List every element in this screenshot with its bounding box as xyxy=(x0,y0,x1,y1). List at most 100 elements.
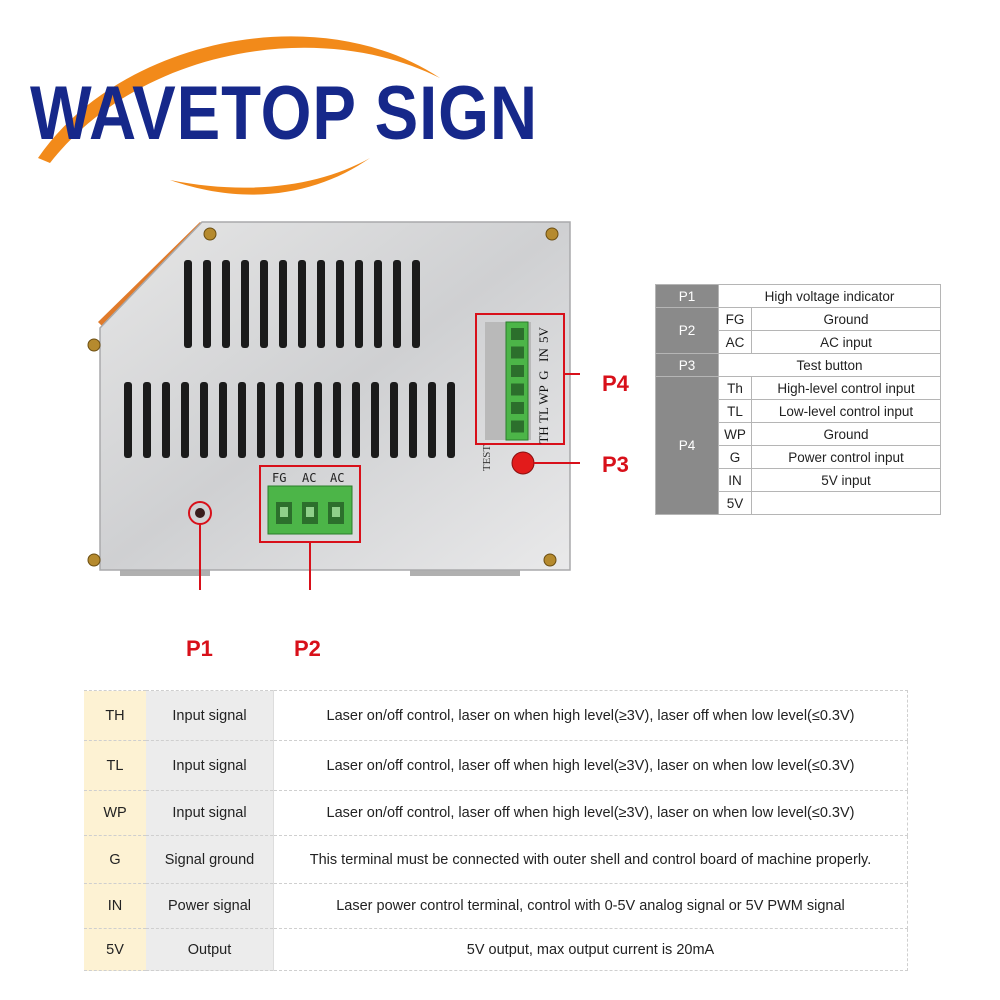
vent-slot xyxy=(374,260,382,348)
p4-terminal-block xyxy=(485,321,531,441)
p4-highlight xyxy=(475,313,565,445)
callout-p1: P1 xyxy=(186,636,213,661)
description-cell: Ground xyxy=(751,307,941,331)
description-cell: Power control input xyxy=(751,445,941,469)
table-row: P1 High voltage indicator xyxy=(655,284,941,308)
logo-arc xyxy=(38,36,440,195)
vent-slot xyxy=(314,382,322,458)
vent-slot xyxy=(409,382,417,458)
callout-p4: P4 xyxy=(602,371,629,396)
vent-slot xyxy=(260,260,268,348)
signal-type-cell: Input signal xyxy=(146,690,274,741)
vent-slot xyxy=(143,382,151,458)
port-cell: P3 xyxy=(655,353,719,377)
vent-slot xyxy=(295,382,303,458)
p2-label-ac1: AC xyxy=(302,471,317,485)
p2-label-fg: FG xyxy=(272,471,287,485)
description-cell: AC input xyxy=(751,330,941,354)
table-row: WP Input signal Laser on/off control, la… xyxy=(84,790,908,836)
description-cell: High-level control input xyxy=(751,376,941,400)
terminal-cell: TL xyxy=(718,399,752,423)
vent-slot xyxy=(447,382,455,458)
vent-slot xyxy=(352,382,360,458)
vent-slot xyxy=(279,260,287,348)
brand-logo: WAVETOP SIGN xyxy=(30,71,538,156)
vent-slot xyxy=(200,382,208,458)
p2-terminal-block xyxy=(267,485,353,535)
test-button[interactable] xyxy=(511,451,535,475)
signal-description-cell: Laser on/off control, laser off when hig… xyxy=(273,740,908,791)
vent-slot xyxy=(203,260,211,348)
vent-slot xyxy=(336,260,344,348)
screw-icon xyxy=(87,227,559,567)
signal-description-cell: Laser on/off control, laser off when hig… xyxy=(273,790,908,836)
signal-type-cell: Signal ground xyxy=(146,835,274,884)
signal-description-cell: 5V output, max output current is 20mA xyxy=(273,928,908,971)
vent-slot xyxy=(333,382,341,458)
vent-slot xyxy=(298,260,306,348)
terminal-pin xyxy=(511,383,524,396)
signal-type-cell: Input signal xyxy=(146,740,274,791)
signal-code-cell: TH xyxy=(84,690,146,741)
signal-description-cell: Laser power control terminal, control wi… xyxy=(273,883,908,929)
table-row: IN Power signal Laser power control term… xyxy=(84,883,908,929)
vent-slot xyxy=(222,260,230,348)
table-row: P2 FG Ground xyxy=(655,307,941,354)
table-row: TH Input signal Laser on/off control, la… xyxy=(84,690,908,741)
high-voltage-indicator xyxy=(195,508,205,518)
description-cell: High voltage indicator xyxy=(718,284,941,308)
vent-slot xyxy=(412,260,420,348)
table-row: P3 Test button xyxy=(655,353,941,377)
callout-p2: P2 xyxy=(294,636,321,661)
pin-assignment-table: P1 High voltage indicator P2 FG Ground A… xyxy=(655,284,941,515)
terminal-cell: IN xyxy=(718,468,752,492)
terminal-cell: AC xyxy=(718,330,752,354)
vent-slot xyxy=(390,382,398,458)
power-supply-illustration xyxy=(87,221,580,590)
table-row: AC AC input xyxy=(656,330,941,354)
vent-slot xyxy=(219,382,227,458)
vent-slot xyxy=(317,260,325,348)
table-row: TL Input signal Laser on/off control, la… xyxy=(84,740,908,791)
vent-slot xyxy=(184,260,192,348)
terminal-cell: 5V xyxy=(718,491,752,515)
callout-p3: P3 xyxy=(602,452,629,477)
vent-slot xyxy=(241,260,249,348)
table-row: TL Low-level control input xyxy=(656,399,941,423)
vent-slot xyxy=(124,382,132,458)
vent-slot xyxy=(181,382,189,458)
vent-slot xyxy=(393,260,401,348)
signal-description-cell: Laser on/off control, laser on when high… xyxy=(273,690,908,741)
p2-label-ac2: AC xyxy=(330,471,345,485)
signal-code-cell: IN xyxy=(84,883,146,929)
table-row: 5V xyxy=(656,491,941,515)
vent-slot xyxy=(238,382,246,458)
description-cell: Low-level control input xyxy=(751,399,941,423)
vent-slot xyxy=(257,382,265,458)
description-cell: Test button xyxy=(718,353,941,377)
vent-slot xyxy=(162,382,170,458)
signal-code-cell: WP xyxy=(84,790,146,836)
table-row: 5V Output 5V output, max output current … xyxy=(84,928,908,971)
signal-type-cell: Output xyxy=(146,928,274,971)
signal-type-cell: Input signal xyxy=(146,790,274,836)
signal-description-cell: This terminal must be connected with out… xyxy=(273,835,908,884)
signal-code-cell: TL xyxy=(84,740,146,791)
terminal-cell: Th xyxy=(718,376,752,400)
terminal-cell: WP xyxy=(718,422,752,446)
vent-slot xyxy=(371,382,379,458)
description-cell: Ground xyxy=(751,422,941,446)
terminal-pin xyxy=(511,346,524,359)
terminal-pin xyxy=(511,328,524,340)
vent-slot xyxy=(276,382,284,458)
description-cell: 5V input xyxy=(751,468,941,492)
signal-description-table: TH Input signal Laser on/off control, la… xyxy=(84,690,908,971)
table-row: WP Ground xyxy=(656,422,941,446)
terminal-pin xyxy=(511,402,524,414)
signal-code-cell: 5V xyxy=(84,928,146,971)
p4-label-th: TH xyxy=(536,426,551,444)
port-cell: P1 xyxy=(655,284,719,308)
test-label: TEST xyxy=(481,444,494,472)
terminal-cell: G xyxy=(718,445,752,469)
table-row: G Signal ground This terminal must be co… xyxy=(84,835,908,884)
